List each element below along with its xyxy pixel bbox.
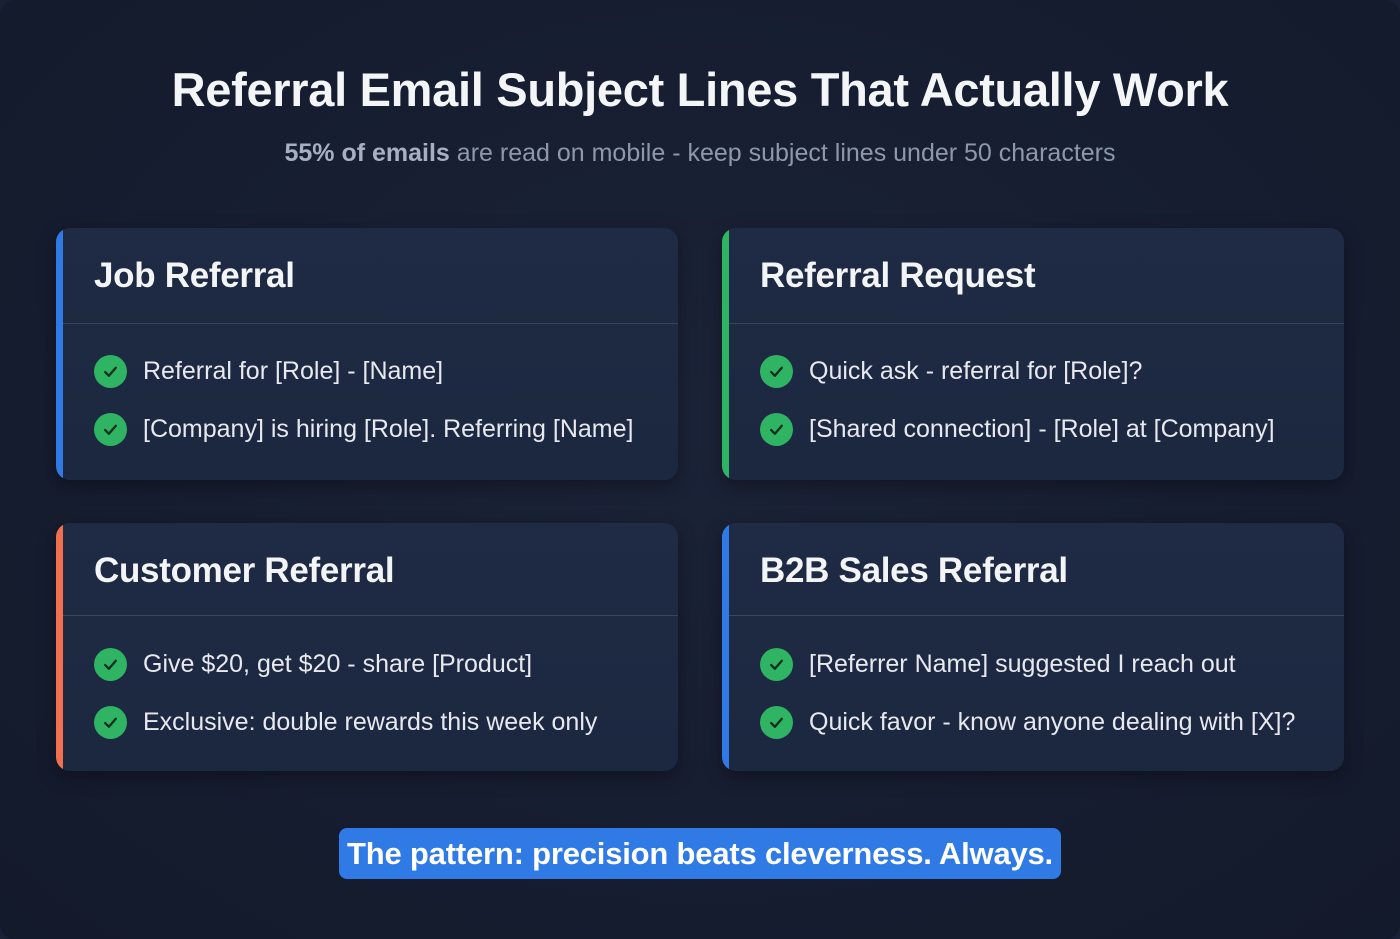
list-item: Give $20, get $20 - share [Product] (94, 647, 668, 681)
card-title: Referral Request (760, 256, 1036, 295)
subject-line-list: Give $20, get $20 - share [Product] Excl… (94, 647, 668, 763)
subject-line-list: Referral for [Role] - [Name] [Company] i… (94, 354, 668, 470)
card-accent-bar (722, 523, 729, 771)
subtitle-stat: 55% of emails (284, 139, 450, 167)
list-item: [Company] is hiring [Role]. Referring [N… (94, 412, 668, 446)
card-b2b-sales-referral: B2B Sales Referral [Referrer Name] sugge… (722, 523, 1344, 771)
card-accent-bar (56, 523, 63, 771)
subtitle-text: are read on mobile - keep subject lines … (449, 139, 1116, 167)
card-divider (729, 615, 1344, 616)
list-item: Quick ask - referral for [Role]? (760, 354, 1334, 388)
subject-line-text: Quick ask - referral for [Role]? (809, 356, 1143, 385)
takeaway-callout: The pattern: precision beats cleverness.… (339, 828, 1061, 879)
subject-line-text: [Shared connection] - [Role] at [Company… (809, 414, 1275, 443)
list-item: Referral for [Role] - [Name] (94, 354, 668, 388)
subject-line-text: Referral for [Role] - [Name] (143, 356, 444, 385)
list-item: Exclusive: double rewards this week only (94, 705, 668, 739)
card-referral-request: Referral Request Quick ask - referral fo… (722, 228, 1344, 480)
list-item: Quick favor - know anyone dealing with [… (760, 705, 1334, 739)
subject-line-text: Exclusive: double rewards this week only (143, 707, 598, 736)
page-subtitle: 55% of emails are read on mobile - keep … (0, 139, 1400, 168)
page-title: Referral Email Subject Lines That Actual… (171, 63, 1229, 116)
card-divider (729, 323, 1344, 324)
subject-line-text: Give $20, get $20 - share [Product] (143, 649, 533, 678)
card-job-referral: Job Referral Referral for [Role] - [Name… (56, 228, 678, 480)
card-accent-bar (722, 228, 729, 480)
check-circle-icon (760, 705, 793, 739)
card-accent-bar (56, 228, 63, 480)
check-circle-icon (760, 354, 793, 388)
check-circle-icon (94, 647, 127, 681)
card-title: Customer Referral (94, 551, 395, 590)
subject-line-list: [Referrer Name] suggested I reach out Qu… (760, 647, 1334, 763)
check-circle-icon (94, 412, 127, 446)
check-circle-icon (94, 705, 127, 739)
card-customer-referral: Customer Referral Give $20, get $20 - sh… (56, 523, 678, 771)
card-divider (63, 323, 678, 324)
check-circle-icon (760, 412, 793, 446)
card-divider (63, 615, 678, 616)
check-circle-icon (760, 647, 793, 681)
list-item: [Referrer Name] suggested I reach out (760, 647, 1334, 681)
subject-line-text: [Company] is hiring [Role]. Referring [N… (143, 414, 634, 443)
subject-line-text: Quick favor - know anyone dealing with [… (809, 707, 1296, 736)
check-circle-icon (94, 354, 127, 388)
subject-line-text: [Referrer Name] suggested I reach out (809, 649, 1236, 678)
subject-line-list: Quick ask - referral for [Role]? [Shared… (760, 354, 1334, 470)
card-title: B2B Sales Referral (760, 551, 1068, 590)
list-item: [Shared connection] - [Role] at [Company… (760, 412, 1334, 446)
card-title: Job Referral (94, 256, 295, 295)
